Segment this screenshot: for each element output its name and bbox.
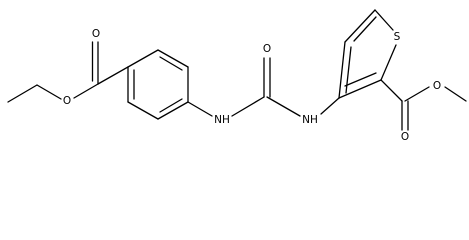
benzene-bond-4 <box>157 101 189 120</box>
ring-nh-bond <box>187 101 213 117</box>
benzene-ring <box>127 49 189 120</box>
thiophene-sulfur: S <box>394 31 401 43</box>
thiophene-double-bond-c3-c4 <box>345 46 352 94</box>
thiophene-bond-c3-c4 <box>338 41 346 99</box>
thiophene-bond-c5-s <box>374 9 394 31</box>
atom-labels: O O NH O NH S O O <box>63 28 441 143</box>
ethyl-ch2-o-bond <box>36 84 62 100</box>
ethyl-ch3-bond <box>7 84 38 103</box>
urea-oxygen: O <box>263 43 271 55</box>
nh-label-left: NH <box>214 114 230 126</box>
urea-linkage <box>187 57 340 117</box>
carbonyl-o-single-bond-right <box>404 86 430 102</box>
benzene-bond-2 <box>157 49 189 68</box>
ethyl-ester-group <box>7 41 129 103</box>
benzene-inner-bond-a <box>159 56 183 71</box>
carbonyl-nh-bond-right <box>266 96 301 117</box>
thiophene-bond-c4-c5 <box>344 9 376 43</box>
thiophene-ring <box>338 9 397 99</box>
thiophene-bond-c2-c3 <box>338 79 382 99</box>
ester-oxygen-carbonyl-right: O <box>401 131 409 143</box>
carbonyl-c-ring-bond <box>97 66 129 85</box>
ester-oxygen-single-left: O <box>63 95 71 107</box>
benzene-bond-5 <box>127 101 159 120</box>
ester-oxygen-carbonyl-left: O <box>92 28 100 40</box>
ester-oxygen-single-right: O <box>433 80 441 92</box>
ester-o-c-bond-left <box>73 83 99 99</box>
methyl-ester-group <box>380 79 467 131</box>
nh-label-right: NH <box>302 114 318 126</box>
benzene-inner-bond-b <box>159 98 183 113</box>
molecule-structure: O O NH O NH S O O <box>7 9 467 143</box>
thiophene-double-bond-c4-c5 <box>353 16 377 42</box>
nh-thiophene-bond <box>320 97 340 115</box>
thiophene-double-bond-c2-c3 <box>344 72 377 87</box>
thiophene-bond-s-c2 <box>380 44 397 81</box>
o-methyl-bond <box>444 86 467 102</box>
c2-carbonyl-bond <box>380 79 403 102</box>
nh-carbonyl-bond-left <box>231 96 265 117</box>
benzene-bond-1 <box>127 49 159 68</box>
